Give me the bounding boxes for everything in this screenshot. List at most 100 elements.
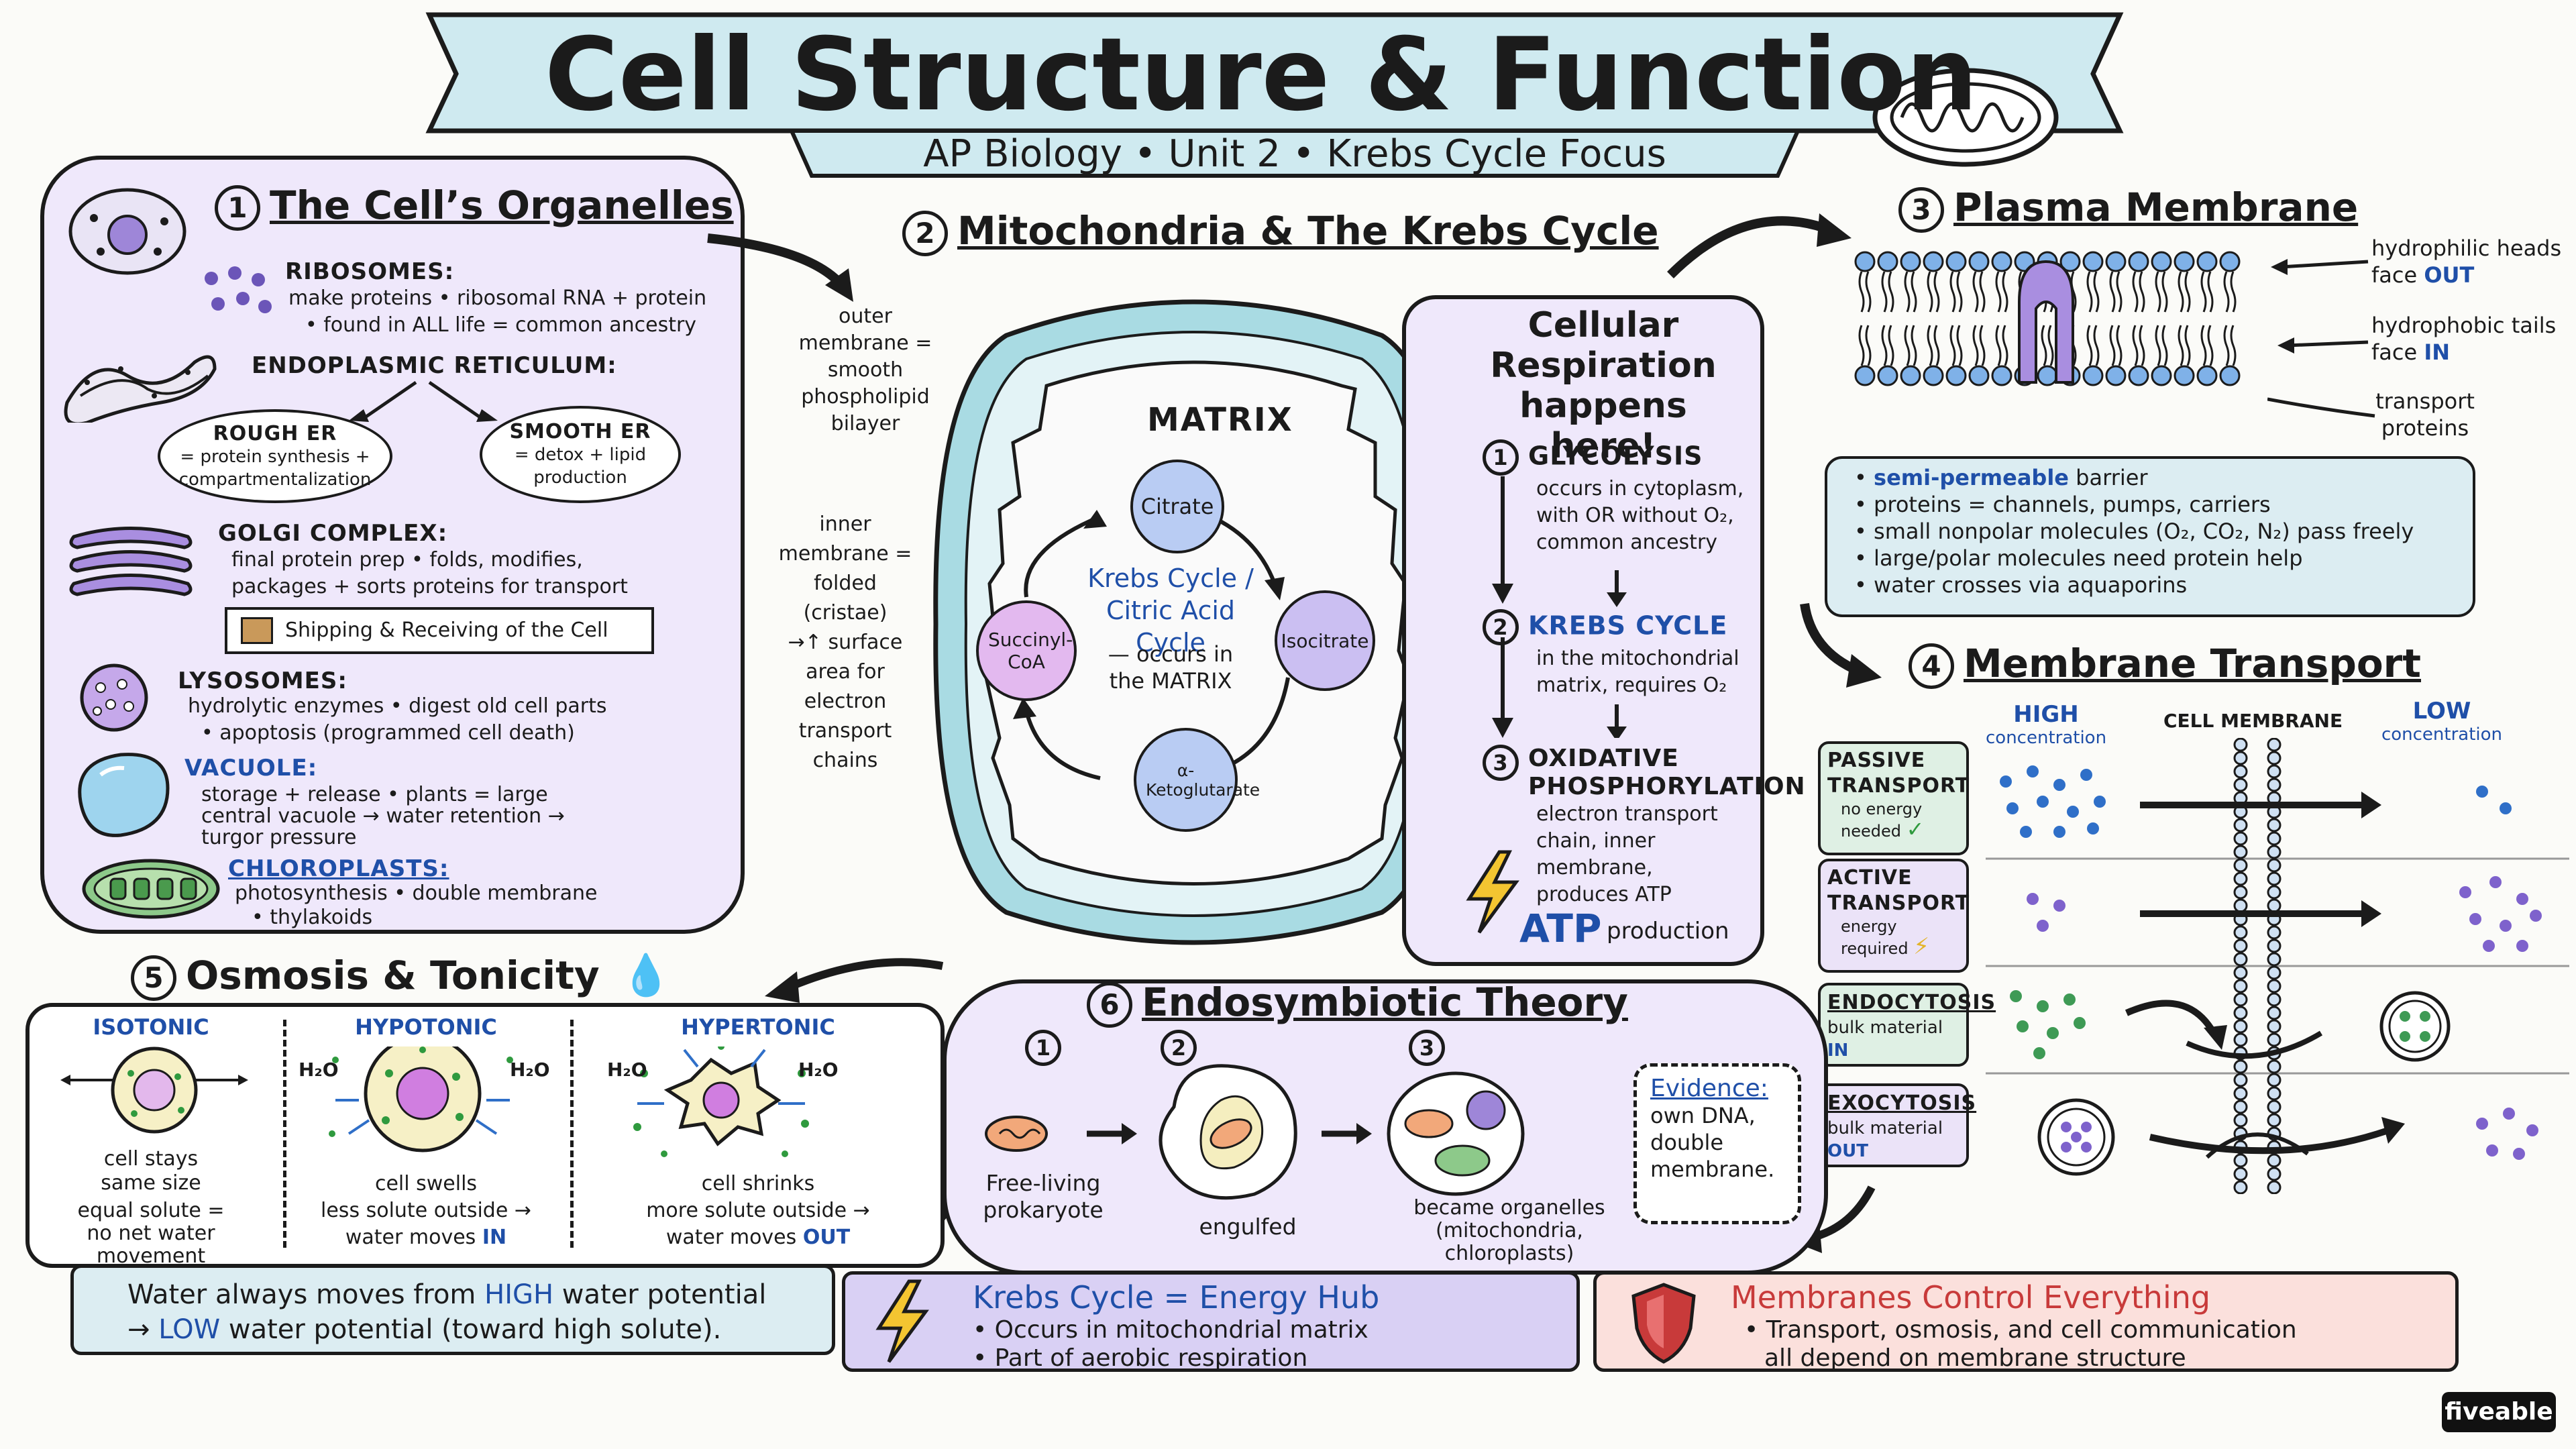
rough-er-bubble: ROUGH ER = protein synthesis + compartme… (158, 409, 392, 503)
krebs-node-citrate: Citrate (1130, 460, 1224, 553)
lipid-tail (2223, 325, 2237, 366)
membrane-bead (2233, 777, 2248, 792)
osmosis-divider (570, 1020, 574, 1248)
lipid-tail (1972, 325, 1986, 366)
heads-label: hydrophilic heads face OUT (2371, 235, 2562, 288)
cell-membrane-label: CELL MEMBRANE (2163, 710, 2343, 732)
membrane-bead (2233, 938, 2248, 953)
membrane-bead (2267, 898, 2282, 913)
lipid-head (2196, 251, 2218, 272)
membrane-bead (2267, 1059, 2282, 1074)
animal-cell-icon (68, 188, 186, 275)
page-subtitle: AP Biology • Unit 2 • Krebs Cycle Focus (923, 132, 1666, 176)
lipid-tail (1949, 271, 1963, 313)
water-drop-icon: 💧 (621, 952, 672, 999)
krebs-center-note: — occurs in the MATRIX (1108, 641, 1234, 694)
lipid-head (2151, 365, 2172, 386)
lipid-head (2082, 251, 2104, 272)
exocytosis-card: EXOCYTOSIS bulk material OUT (1818, 1083, 1976, 1167)
membrane-bead (2267, 1167, 2282, 1181)
membrane-bead (2267, 965, 2282, 980)
membrane-bead (2233, 1019, 2248, 1034)
membrane-bead (2233, 1113, 2248, 1128)
lipid-tail (2132, 271, 2145, 313)
membrane-bead (2233, 1059, 2248, 1074)
membrane-bead (2267, 818, 2282, 833)
tails-label: hydrophobic tails face IN (2371, 313, 2557, 365)
membrane-bead (2233, 818, 2248, 833)
checkmark-icon: ✓ (1906, 816, 1925, 842)
chloroplast-icon (82, 859, 220, 919)
lipid-tail (1927, 325, 1940, 366)
lipid-tail (2086, 325, 2100, 366)
golgi-line2: packages + sorts proteins for transport (231, 575, 628, 598)
h2o-label: H₂O (798, 1059, 839, 1081)
lipid-tail (1949, 325, 1963, 366)
lipid-head (2059, 251, 2081, 272)
transport-diagram (1986, 738, 2569, 1194)
mitochondrion-diagram (933, 299, 1455, 945)
h2o-label: H₂O (510, 1059, 550, 1081)
lysosomes-label: LYSOSOMES: (178, 667, 347, 694)
membrane-bead (2233, 1180, 2248, 1194)
membranes-control-box: Membranes Control Everything • Transport… (1593, 1271, 2459, 1372)
ribosomes-line1: make proteins • ribosomal RNA + protein (288, 286, 707, 310)
lightning-icon (1466, 850, 1519, 934)
membrane-bead (2233, 952, 2248, 967)
membrane-bead (2233, 1086, 2248, 1101)
osmosis-divider (283, 1020, 286, 1248)
membrane-bead (2267, 858, 2282, 873)
membrane-bead (2233, 1006, 2248, 1020)
title-banner (425, 12, 2124, 178)
membrane-bead (2267, 925, 2282, 940)
membrane-bead (2267, 1099, 2282, 1114)
membrane-bead (2267, 845, 2282, 859)
membrane-bead (2233, 925, 2248, 940)
smooth-er-bubble: SMOOTH ER = detox + lipid production (480, 406, 681, 503)
lipid-tail (1904, 271, 1917, 313)
lipid-tail (2132, 325, 2145, 366)
membrane-facts-box: • semi-permeable barrier • proteins = ch… (1825, 456, 2475, 617)
ribosomes-line2: • found in ALL life = common ancestry (305, 313, 697, 337)
atp-label: ATP (1519, 906, 1602, 951)
lipid-head (1900, 365, 1921, 386)
membrane-bead (2267, 738, 2282, 752)
chloroplasts-label: CHLOROPLASTS: (228, 855, 449, 882)
page-title: Cell Structure & Function (544, 17, 1978, 133)
lightning-icon (875, 1279, 929, 1363)
proteins-label: transport proteins (2375, 388, 2475, 441)
membrane-bead (2233, 751, 2248, 765)
membrane-bead (2233, 885, 2248, 900)
lipid-tail (1995, 271, 2008, 313)
membrane-bead (2267, 1032, 2282, 1047)
membrane-bead (2233, 738, 2248, 752)
lipid-head (1991, 365, 2012, 386)
lipid-head (2105, 365, 2127, 386)
membrane-bead (2267, 1086, 2282, 1101)
endo-step-2: 2 engulfed (1161, 1030, 1355, 1240)
membrane-bead (2233, 992, 2248, 1007)
lipid-head (2174, 365, 2195, 386)
membrane-fact: • large/polar molecules need protein hel… (1854, 545, 2303, 571)
isotonic-column: ISOTONIC cell stays same size equal solu… (77, 1014, 225, 1268)
membrane-bead (2267, 831, 2282, 846)
membrane-bead (2267, 992, 2282, 1007)
hypertonic-column: HYPERTONIC cell shrinks more solute outs… (646, 1014, 870, 1249)
golgi-label: GOLGI COMPLEX: (218, 520, 448, 547)
lipid-head (1900, 251, 1921, 272)
chloroplasts-line2: • thylakoids (252, 906, 373, 929)
vacuole-icon (78, 753, 170, 837)
membrane-bead (2267, 938, 2282, 953)
membrane-bead (2267, 1113, 2282, 1128)
hypotonic-column: HYPOTONIC cell swells less solute outsid… (321, 1014, 531, 1249)
lipid-head (2128, 251, 2149, 272)
